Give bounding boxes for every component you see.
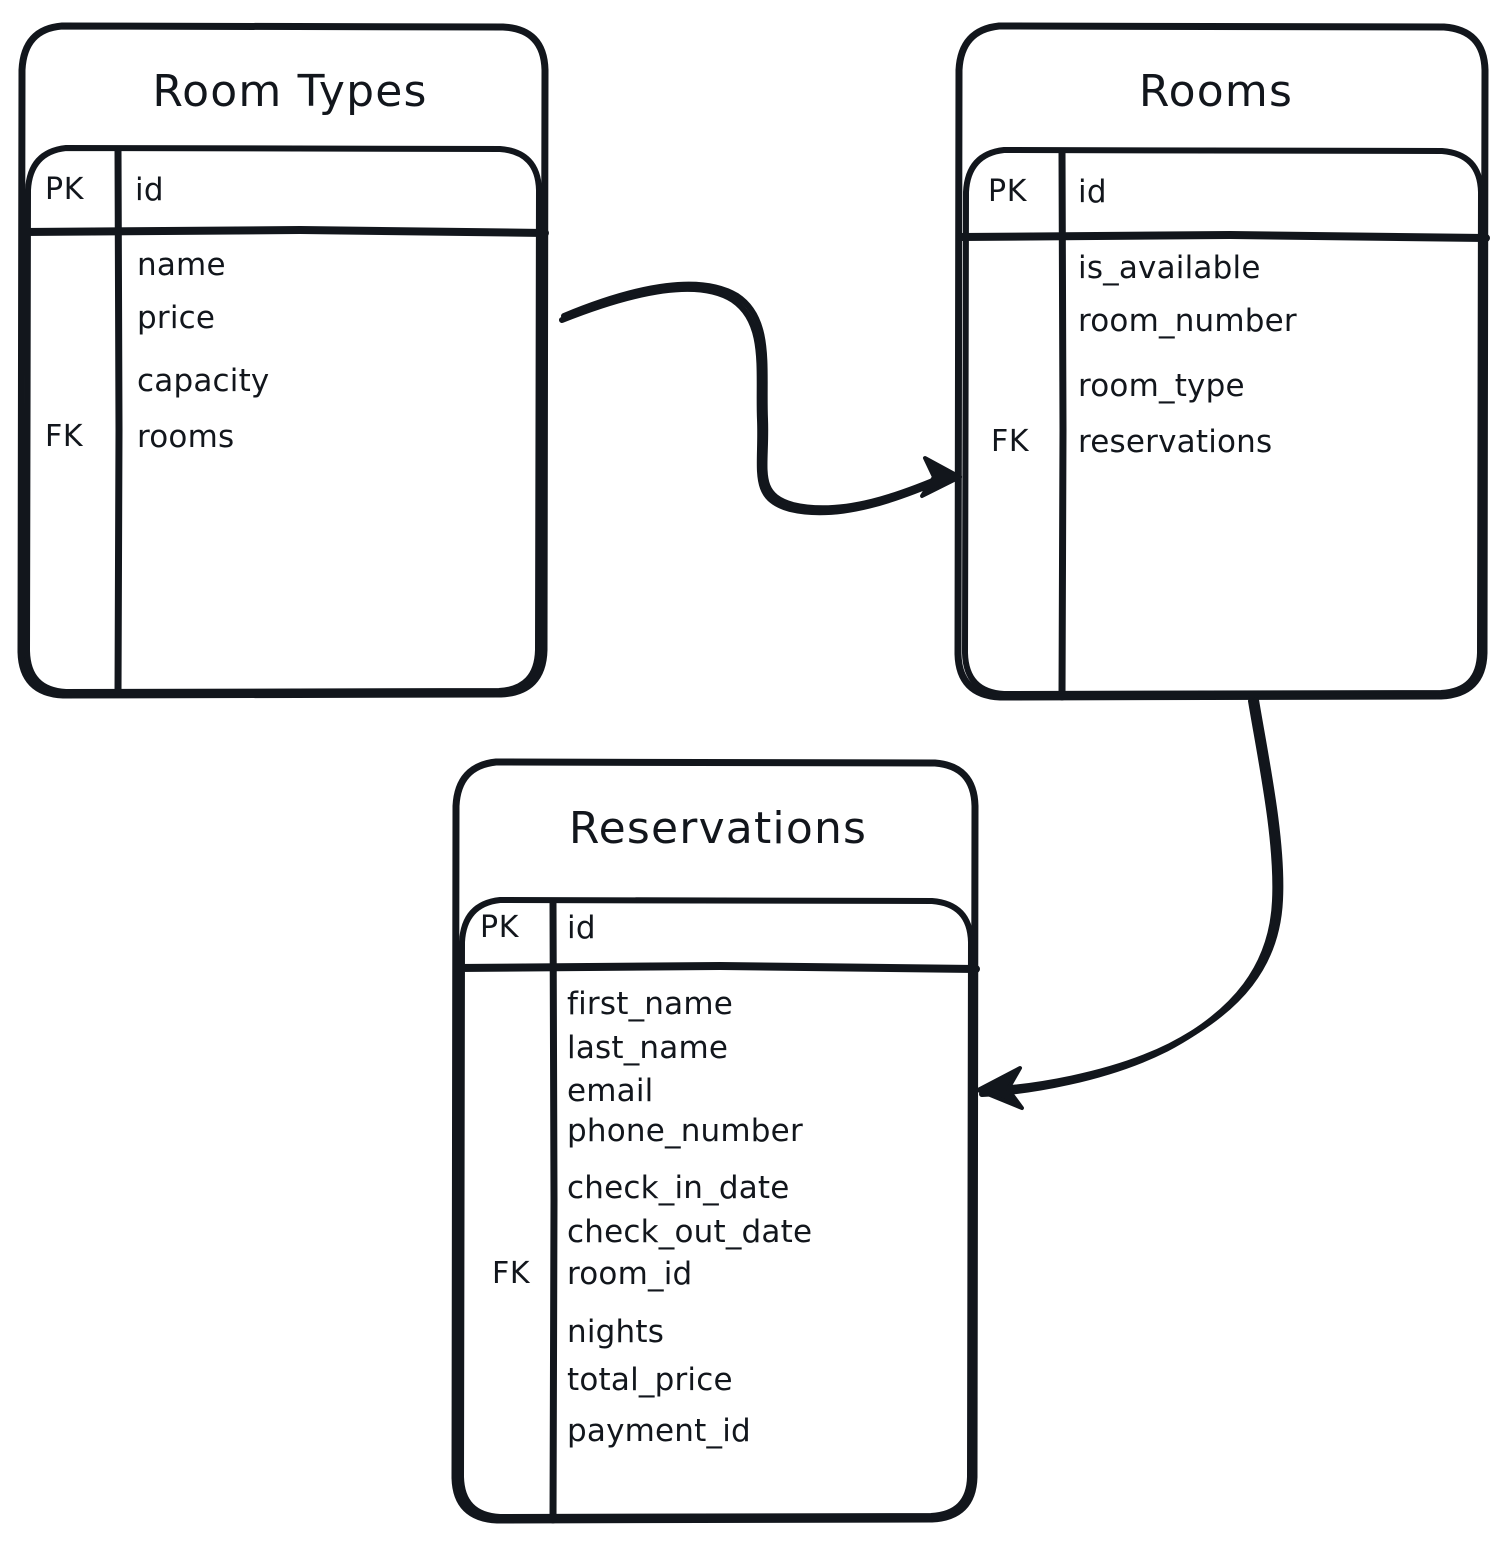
relationship-room-types-to-rooms xyxy=(559,281,962,516)
entity-box-reservations xyxy=(451,758,980,1524)
entity-box-rooms xyxy=(954,22,1490,701)
relationship-rooms-to-reservations xyxy=(976,697,1284,1110)
entity-box-room-types xyxy=(17,22,549,699)
